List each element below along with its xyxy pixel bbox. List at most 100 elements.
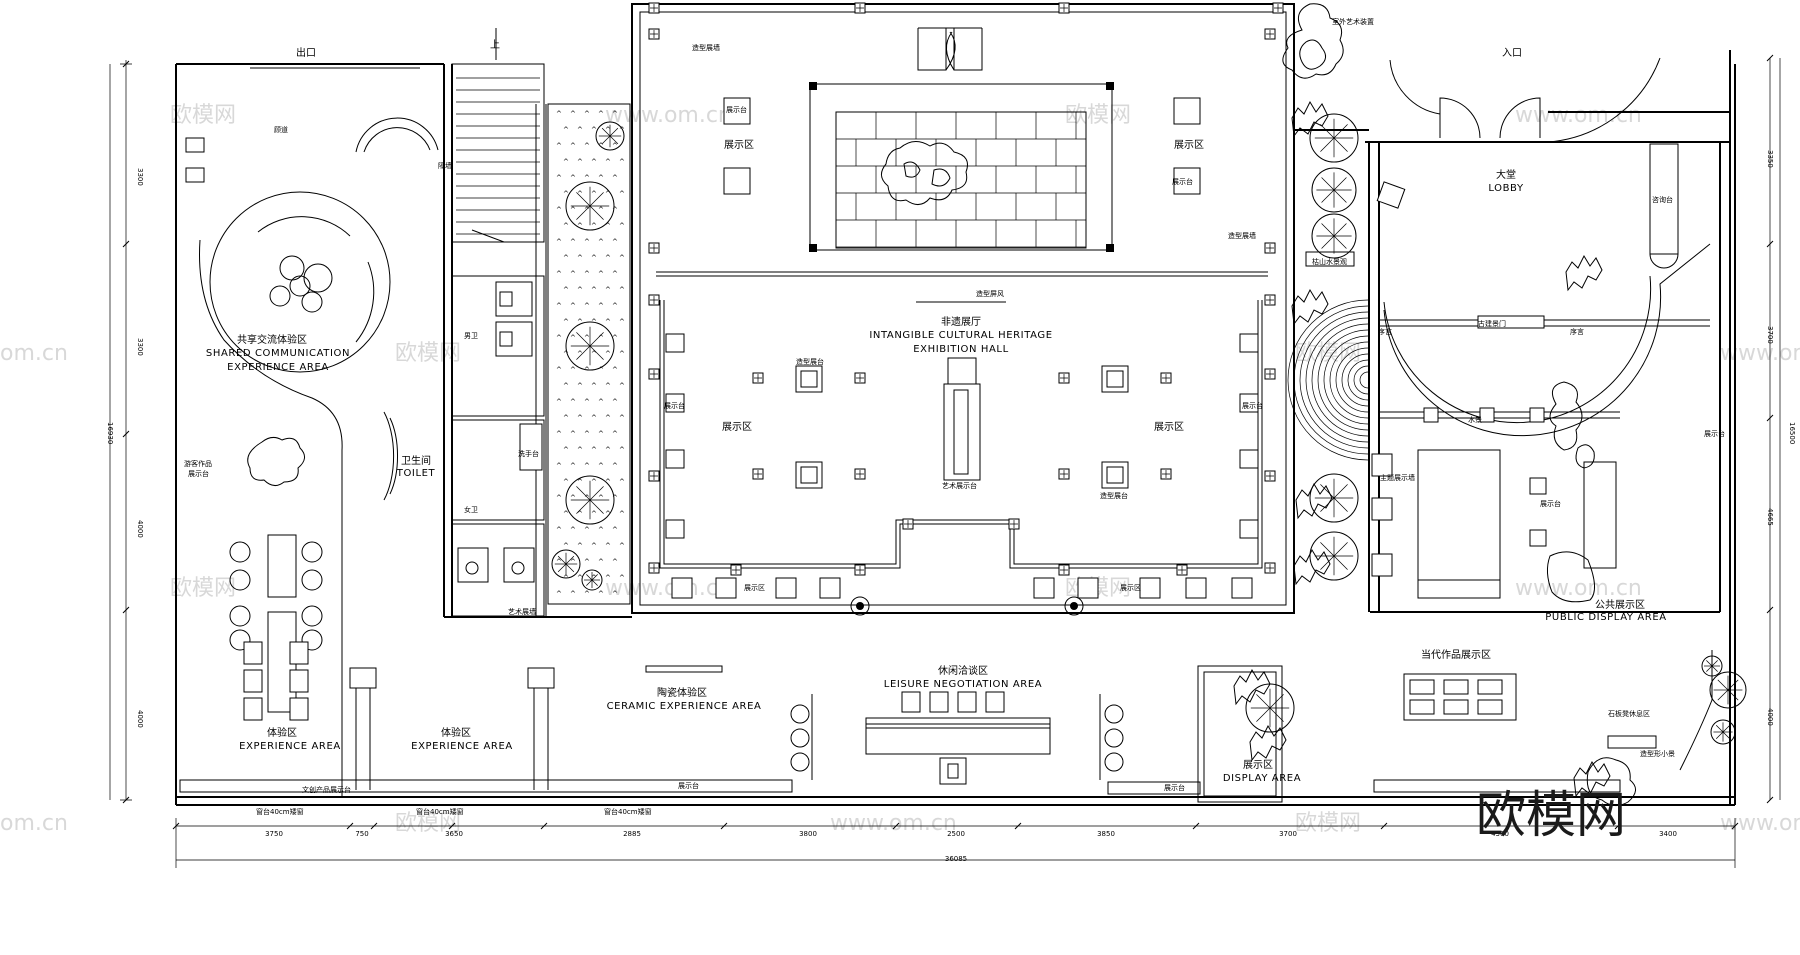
planter-mark: ^ xyxy=(591,190,597,198)
dim-tick xyxy=(1380,822,1388,830)
tree-branch xyxy=(589,345,604,360)
dim-bottom: 2885 xyxy=(623,830,641,838)
shared-area-title: 共享交流体验区 xyxy=(237,333,307,346)
tree-branch xyxy=(1269,694,1284,709)
planter-mark: ^ xyxy=(591,478,597,486)
planter-mark: ^ xyxy=(605,190,611,198)
column-round xyxy=(1070,602,1078,610)
column-mark xyxy=(650,30,658,38)
display-stand xyxy=(715,577,737,599)
planter-mark: ^ xyxy=(612,526,618,534)
planter-mark: ^ xyxy=(556,430,562,438)
planter-mark: ^ xyxy=(577,350,583,358)
leisure-furniture xyxy=(179,650,1713,803)
column-mark xyxy=(732,566,740,574)
shrub xyxy=(1293,548,1331,586)
display-stand xyxy=(723,167,751,195)
planter-mark: ^ xyxy=(605,286,611,294)
planter-mark: ^ xyxy=(619,158,625,166)
shrub xyxy=(1291,288,1329,326)
planter-mark: ^ xyxy=(577,382,583,390)
planter-mark: ^ xyxy=(612,366,618,374)
planter-mark: ^ xyxy=(591,350,597,358)
public-area-title: 公共展示区 xyxy=(1595,599,1645,611)
planter-mark: ^ xyxy=(556,238,562,246)
column-mark xyxy=(1266,472,1274,480)
planter-mark: ^ xyxy=(570,174,576,182)
planter-mark: ^ xyxy=(584,494,590,502)
chair xyxy=(289,697,309,721)
planter-mark: ^ xyxy=(612,590,618,598)
tree-canopy xyxy=(1311,167,1357,213)
ich-hall xyxy=(648,2,1284,616)
planter-mark: ^ xyxy=(598,302,604,310)
shaped-wall-top-label: 造型展墙 xyxy=(692,43,720,52)
washbasin-label: 洗手台 xyxy=(518,449,539,458)
planter-mark: ^ xyxy=(598,334,604,342)
dim-bottom: 750 xyxy=(355,830,368,838)
ich-hall-en-2: EXHIBITION HALL xyxy=(913,344,1009,355)
display-area-label: 展示区 xyxy=(1154,421,1184,433)
column-mark xyxy=(1274,4,1282,12)
walls xyxy=(175,3,1736,806)
tree-branch xyxy=(1321,235,1335,249)
shaped-stand xyxy=(795,461,823,489)
partition-label: 隔墙 xyxy=(438,161,452,170)
dim-tick xyxy=(1766,796,1774,804)
display-stand-label: 展示台 xyxy=(664,401,685,410)
planter-mark: ^ xyxy=(612,110,618,118)
trees xyxy=(551,100,1747,798)
dim-tick xyxy=(1766,54,1774,62)
stairs: 上 xyxy=(451,28,545,243)
shrub xyxy=(1291,100,1329,138)
rake-ring xyxy=(1299,311,1369,449)
rake-ring xyxy=(1311,323,1369,437)
dim-right: 4000 xyxy=(1766,708,1774,726)
planter-mark: ^ xyxy=(619,382,625,390)
tree-branch xyxy=(1320,497,1335,512)
rake-ring xyxy=(1305,317,1369,443)
planter-mark: ^ xyxy=(577,510,583,518)
planter-mark: ^ xyxy=(598,526,604,534)
tree-branch xyxy=(1727,679,1739,691)
tree-branch xyxy=(1333,555,1348,570)
planter-mark: ^ xyxy=(619,414,625,422)
display-area-label: 展示区 xyxy=(1174,139,1204,151)
chair xyxy=(289,669,309,693)
planter-mark: ^ xyxy=(577,286,583,294)
tree-branch xyxy=(601,127,611,137)
tree-branch xyxy=(1715,724,1724,733)
planter-mark: ^ xyxy=(556,366,562,374)
column-mark xyxy=(1060,374,1068,382)
rake-ring xyxy=(1347,359,1369,401)
planter-mark: ^ xyxy=(605,158,611,166)
tree-canopy xyxy=(551,549,581,579)
chair xyxy=(301,569,323,591)
tree-branch xyxy=(589,499,604,514)
planter-mark: ^ xyxy=(598,110,604,118)
planter-mark: ^ xyxy=(619,286,625,294)
exit-label: 出口 xyxy=(296,46,316,59)
shrub xyxy=(1249,724,1287,762)
planter-mark: ^ xyxy=(556,462,562,470)
planter-mark: ^ xyxy=(570,398,576,406)
rake-ring xyxy=(1323,335,1369,425)
chair xyxy=(229,629,251,651)
leisure-area-en: LEISURE NEGOTIATION AREA xyxy=(884,679,1042,690)
dim-bottom: 3800 xyxy=(799,830,817,838)
display-stand-label: 展示台 xyxy=(726,105,747,114)
tree-branch xyxy=(601,135,611,145)
display-stand-label: 展示台 xyxy=(678,781,699,790)
tree-branch xyxy=(1256,707,1271,722)
tree-canopy xyxy=(565,321,615,371)
planter-mark: ^ xyxy=(563,542,569,550)
dim-total: 36085 xyxy=(945,855,967,863)
display-stand xyxy=(1239,449,1259,469)
column-mark xyxy=(1266,30,1274,38)
column-mark xyxy=(856,374,864,382)
dry-landscape-rings xyxy=(1287,299,1369,461)
tree-branch xyxy=(1706,665,1713,672)
planter-mark: ^ xyxy=(570,270,576,278)
planter-mark: ^ xyxy=(556,302,562,310)
tree-canopy xyxy=(581,569,603,591)
